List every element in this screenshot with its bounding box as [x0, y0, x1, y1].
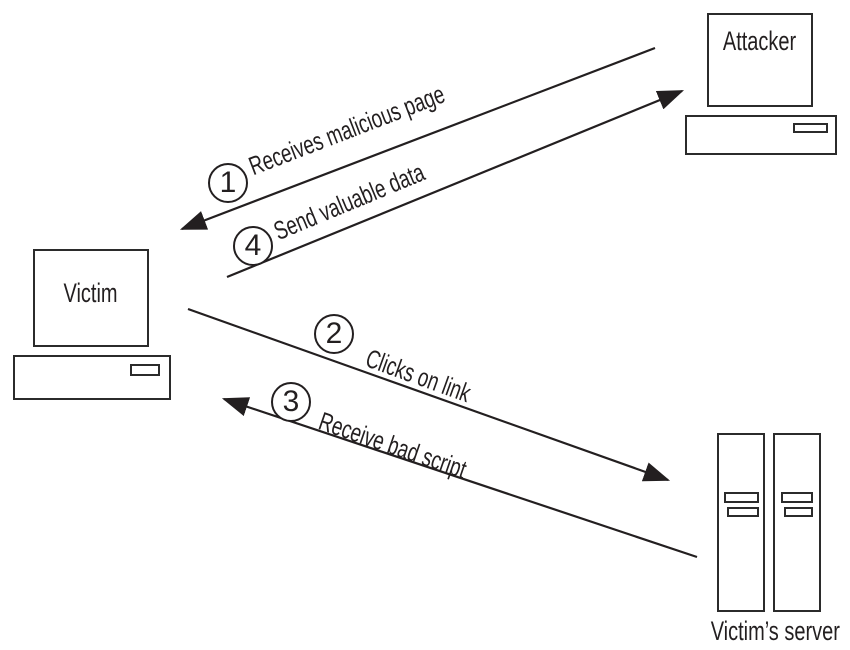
arrow-2-victim-to-server — [187, 307, 671, 482]
arrow-4-victim-to-attacker — [226, 89, 685, 279]
victim-drive-slot-icon — [130, 364, 160, 376]
step-3-badge: 3 — [271, 382, 311, 422]
server-tower-right-slot-1 — [781, 492, 813, 503]
victim-label: Victim — [63, 277, 119, 308]
server-tower-right-slot-2 — [784, 507, 813, 517]
server-tower-left-icon — [717, 433, 765, 612]
step-4-badge: 4 — [233, 226, 273, 266]
attacker-system-unit-icon — [685, 115, 837, 155]
attacker-label: Attacker — [723, 26, 797, 56]
victim-system-unit-icon — [13, 355, 171, 400]
server-label: Victim’s server — [710, 616, 840, 646]
server-tower-left-slot-1 — [724, 492, 759, 503]
step-2-badge: 2 — [314, 314, 354, 354]
server-tower-left-slot-2 — [727, 507, 759, 517]
server-caption: Victim’s server — [688, 618, 848, 645]
server-tower-right-icon — [773, 433, 821, 612]
victim-computer-icon: Victim — [33, 249, 149, 347]
step-1-badge: 1 — [208, 163, 248, 203]
attacker-drive-slot-icon — [793, 123, 828, 133]
arrow-1-attacker-to-victim — [179, 46, 656, 231]
arrow-3-server-to-victim — [221, 397, 698, 559]
attacker-computer-icon: Attacker — [707, 13, 813, 107]
